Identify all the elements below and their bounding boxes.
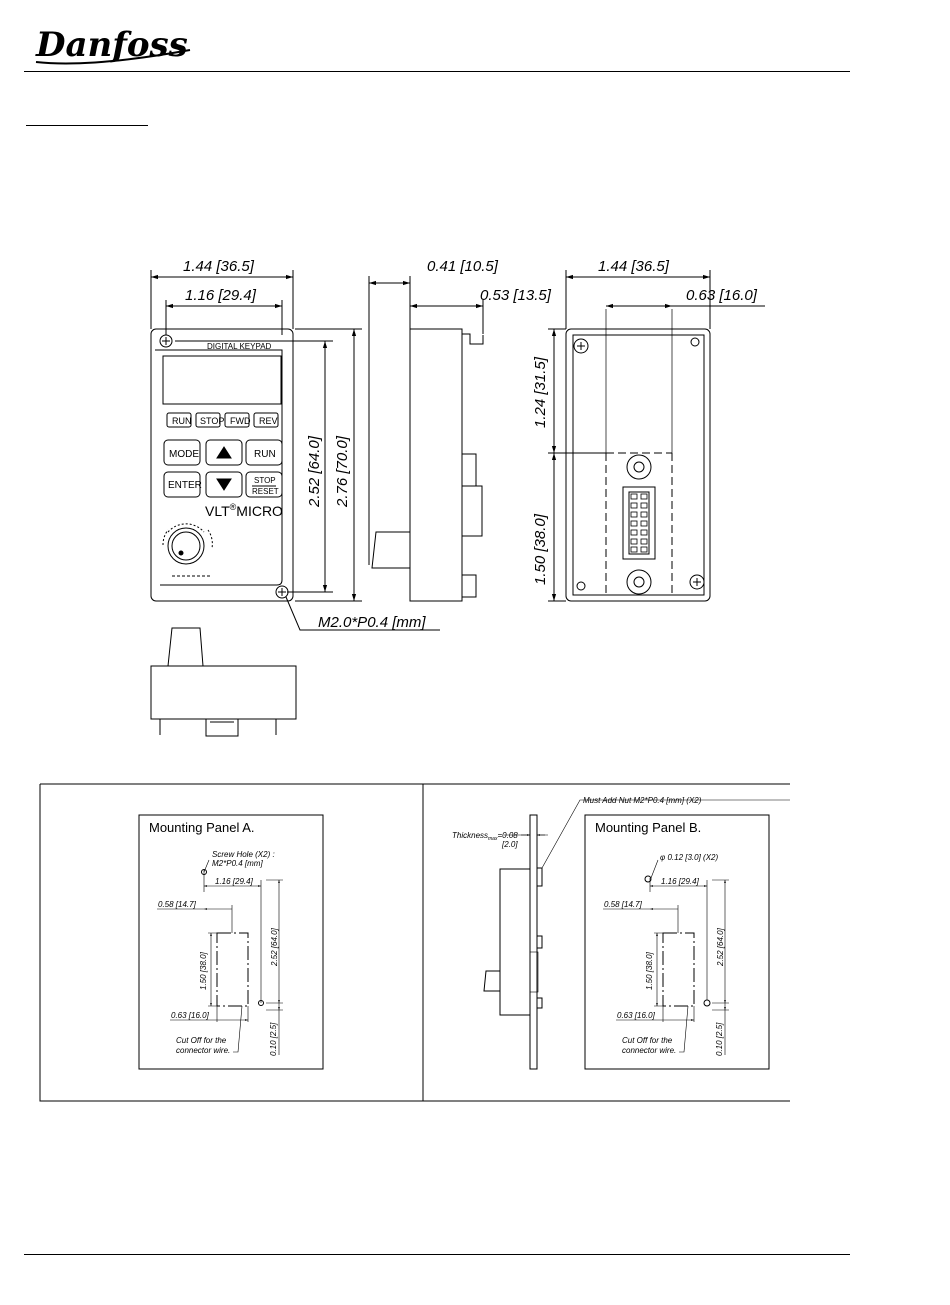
panel-a-dim-cut-width: 0.63 [16.0] <box>171 1011 210 1020</box>
keypad-dimension-drawing: 1.44 [36.5] 1.16 [29.4] 2.52 [64.0] 2.76… <box>150 258 765 737</box>
key-run: RUN <box>254 449 276 460</box>
panel-a-dim-left: 0.58 [14.7] <box>158 900 197 909</box>
key-fwd-small: FWD <box>230 416 251 426</box>
panel-b-nut-note: Must Add Nut M2*P0.4 [mm] (X2) <box>583 796 702 805</box>
screw-label: M2.0*P0.4 [mm] <box>318 614 426 631</box>
key-stop: STOP <box>254 476 276 485</box>
section-underline <box>26 125 148 126</box>
rear-dim-lower-height: 1.50 [38.0] <box>532 513 549 585</box>
front-dim-overall-height: 2.76 [70.0] <box>334 435 351 508</box>
bottom-view <box>150 627 297 737</box>
side-dim-depth-a: 0.41 [10.5] <box>427 258 499 275</box>
panel-a-dim-spacing: 1.16 [29.4] <box>215 877 254 886</box>
key-enter: ENTER <box>168 480 202 491</box>
front-view <box>150 270 440 631</box>
front-dim-hole-spacing: 1.16 [29.4] <box>185 287 257 304</box>
rear-dim-connector-offset: 0.63 [16.0] <box>686 287 758 304</box>
rear-view <box>548 270 765 602</box>
panel-b-thickness: Thicknessmax=0.08 <box>452 831 518 842</box>
footer-rule <box>24 1254 850 1255</box>
logo-text: Danfoss <box>35 25 188 65</box>
mounting-panels: Mounting Panel A. Screw Hole (X2) : M2*P… <box>39 783 790 1102</box>
panel-b-dim-left: 0.58 [14.7] <box>604 900 643 909</box>
key-stop-small: STOP <box>200 416 224 426</box>
panel-a-dim-bottom: 0.10 [2.5] <box>269 1022 278 1056</box>
side-dim-depth-b: 0.53 [13.5] <box>480 287 552 304</box>
panel-title: DIGITAL KEYPAD <box>207 342 272 351</box>
panel-b-dim-hole-height: 2.52 [64.0] <box>716 927 725 967</box>
rear-dim-overall-width: 1.44 [36.5] <box>598 258 670 275</box>
key-rev-small: REV <box>259 416 278 426</box>
panel-b-dim-cut-height: 1.50 [38.0] <box>645 951 654 990</box>
panel-a-screw-hole-1: Screw Hole (X2) : <box>212 850 275 859</box>
panel-b-dim-cut-width: 0.63 [16.0] <box>617 1011 656 1020</box>
header-rule <box>24 71 850 72</box>
key-run-small: RUN <box>172 416 192 426</box>
panel-b-thickness-mm: [2.0] <box>501 840 518 849</box>
key-reset: RESET <box>252 487 279 496</box>
side-view <box>368 276 484 602</box>
panel-b <box>483 799 790 1070</box>
panel-a <box>138 814 324 1070</box>
panel-a-cutoff-1: Cut Off for the <box>176 1036 227 1045</box>
panel-a-dim-cut-height: 1.50 [38.0] <box>199 951 208 990</box>
front-dim-overall-width: 1.44 [36.5] <box>183 258 255 275</box>
panel-a-cutoff-2: connector wire. <box>176 1046 230 1055</box>
panel-b-cutoff-2: connector wire. <box>622 1046 676 1055</box>
panel-b-title: Mounting Panel B. <box>595 820 701 835</box>
danfoss-logo: Danfoss <box>35 25 191 65</box>
panel-a-screw-hole-2: M2*P0.4 [mm] <box>212 859 263 868</box>
panel-b-dim-bottom: 0.10 [2.5] <box>715 1022 724 1056</box>
panel-b-cutoff-1: Cut Off for the <box>622 1036 673 1045</box>
panel-a-title: Mounting Panel A. <box>149 820 255 835</box>
rear-dim-upper-height: 1.24 [31.5] <box>532 356 549 428</box>
front-dim-hole-height: 2.52 [64.0] <box>306 435 323 508</box>
panel-a-dim-hole-height: 2.52 [64.0] <box>270 927 279 967</box>
panel-b-hole-note: φ 0.12 [3.0] (X2) <box>660 853 718 862</box>
key-mode: MODE <box>169 449 199 460</box>
panel-b-dim-spacing: 1.16 [29.4] <box>661 877 700 886</box>
brand-vlt: VLT®MICRO <box>205 502 283 519</box>
